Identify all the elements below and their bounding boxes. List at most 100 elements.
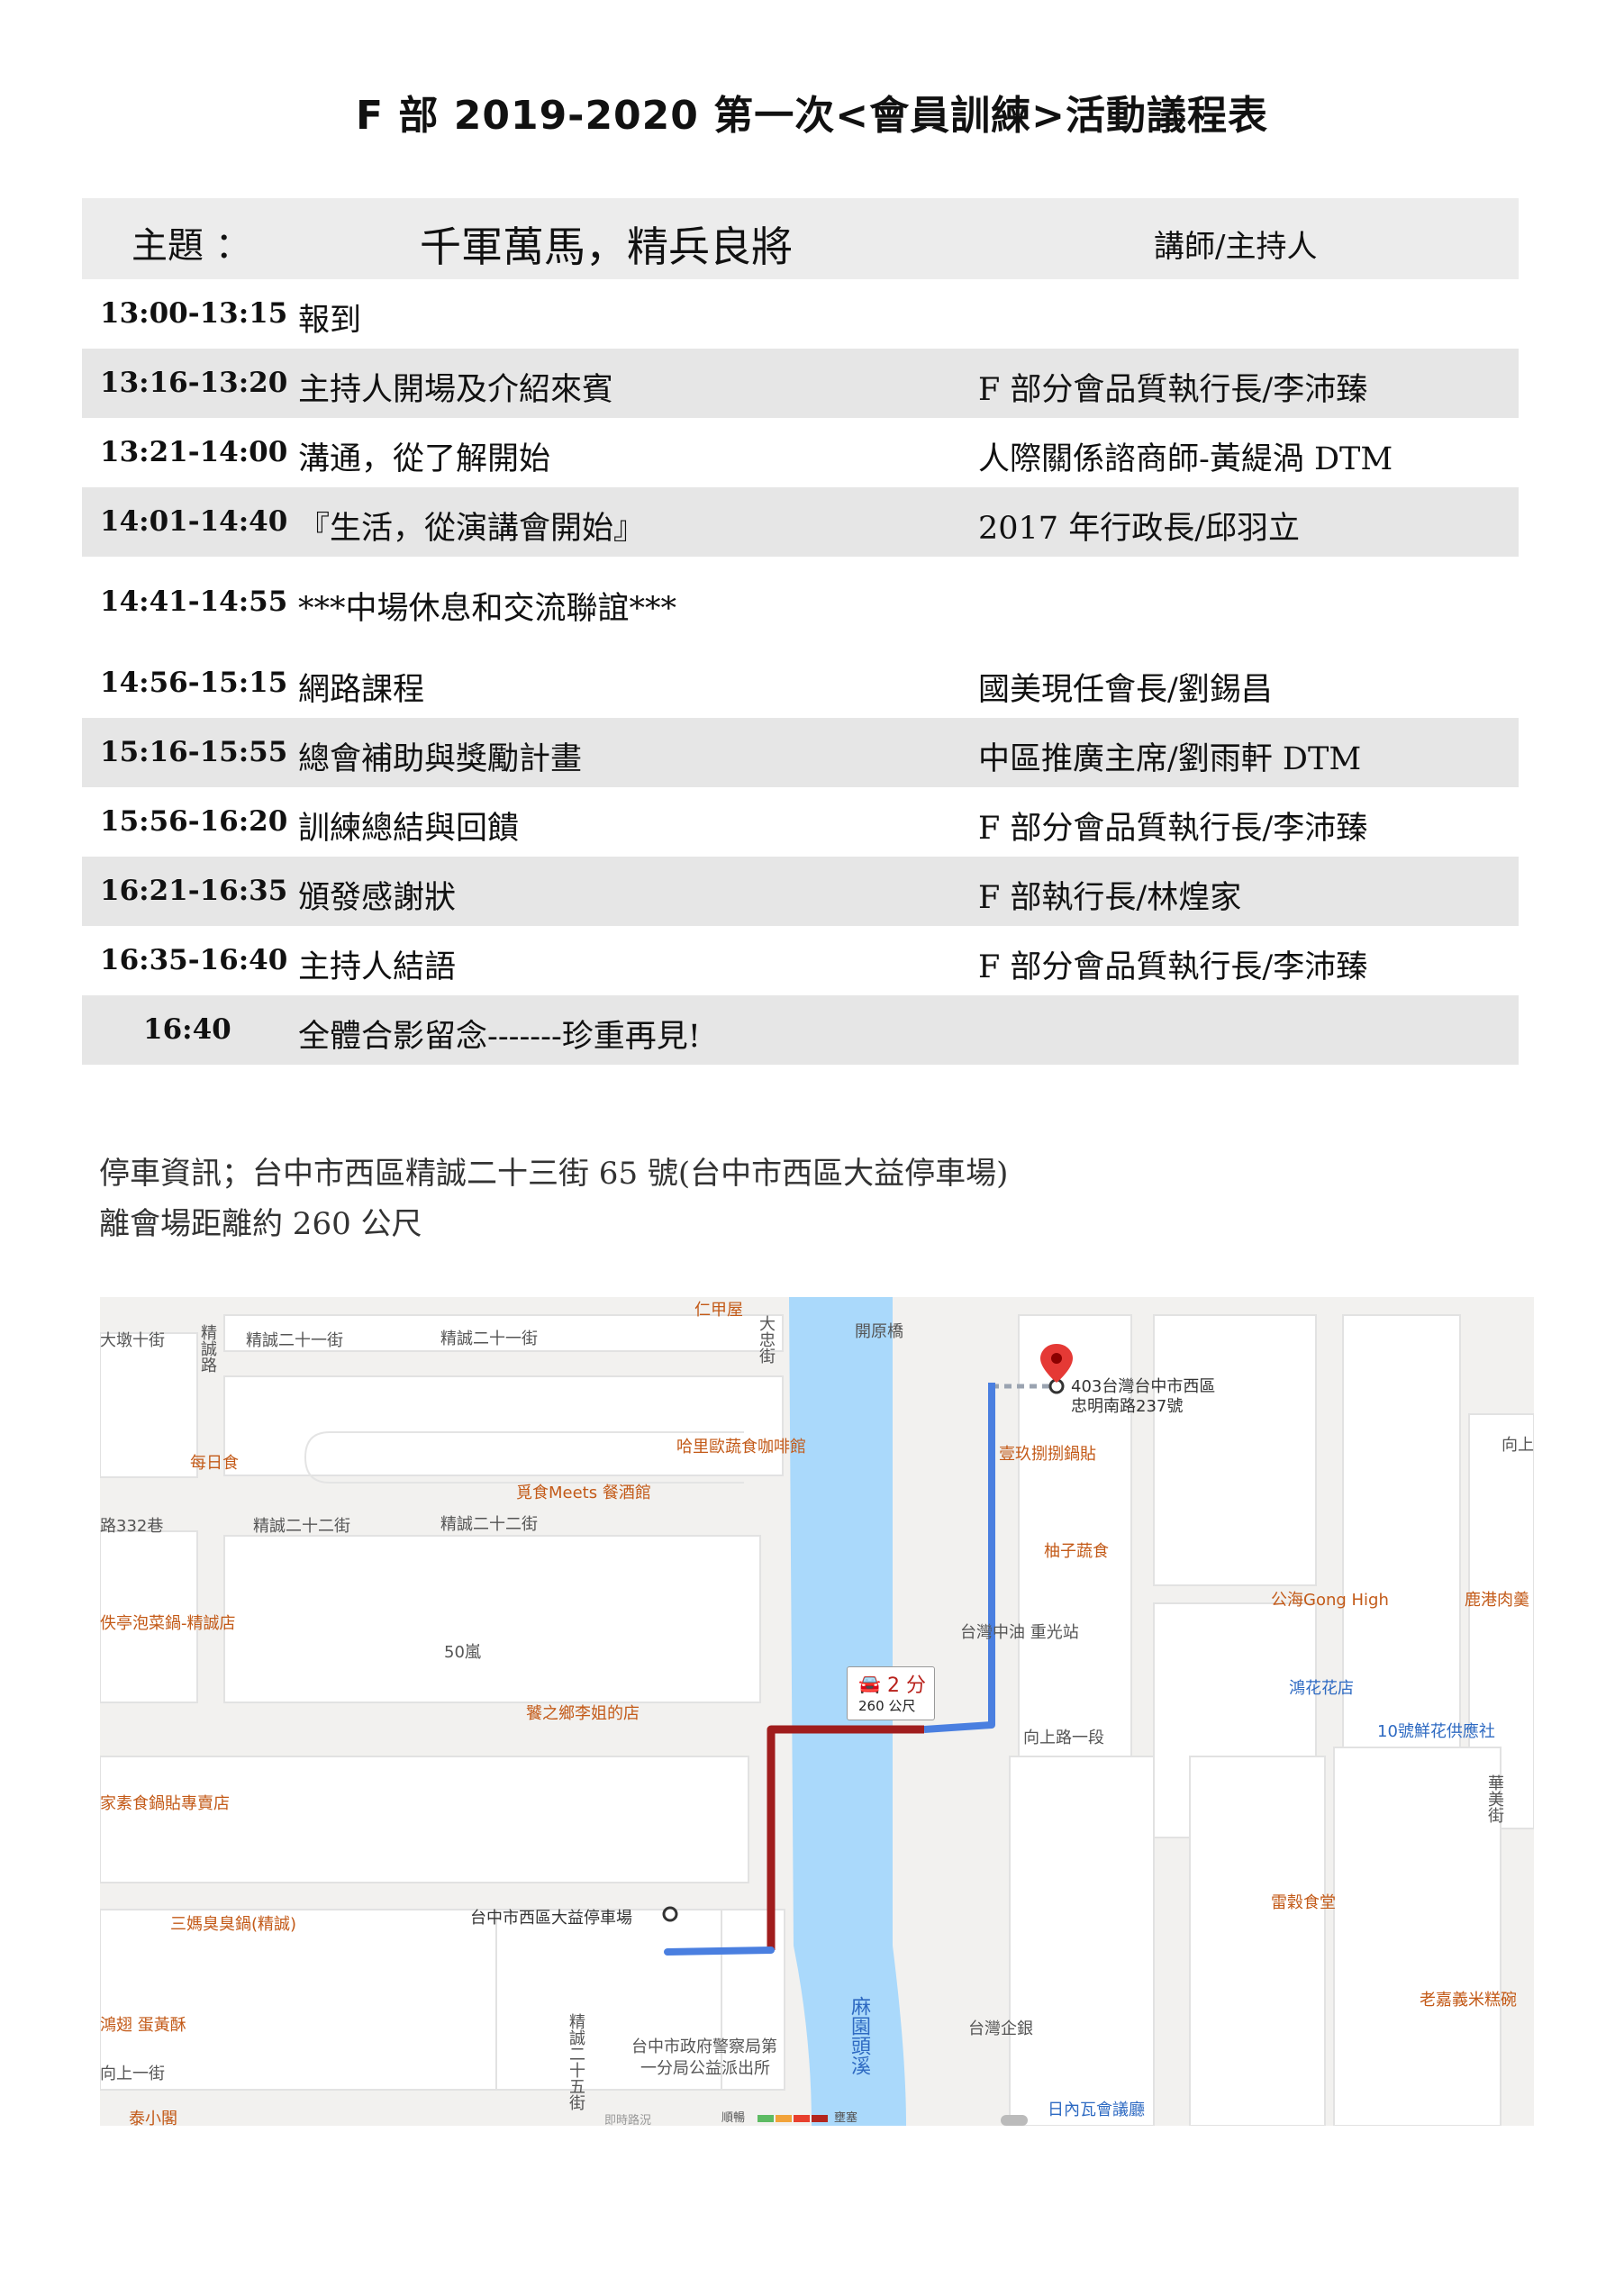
map-label[interactable]: 仁甲屋 <box>694 1301 743 1320</box>
agenda-topic: 主持人開場及介紹來賓 <box>298 372 614 408</box>
map-label: 向上 <box>1502 1436 1534 1455</box>
agenda-topic: 網路課程 <box>298 672 425 708</box>
map-label[interactable]: 家素食鍋貼專賣店 <box>100 1794 230 1813</box>
map-label[interactable]: 饕之鄉李姐的店 <box>526 1704 640 1723</box>
map-label[interactable]: 柚子蔬食 <box>1044 1542 1109 1561</box>
agenda-topic: 頒發感謝狀 <box>298 880 457 916</box>
agenda-speaker: F 部執行長/林煌家 <box>978 880 1242 916</box>
speaker-column-header: 講師/主持人 <box>1154 229 1318 265</box>
agenda-speaker: 2017 年行政長/邱羽立 <box>978 511 1300 547</box>
agenda-topic: 報到 <box>298 303 362 339</box>
agenda-header-row: 主題 ： 千軍萬馬，精兵良將 講師/主持人 <box>82 198 1519 279</box>
map-label[interactable]: 公海Gong High <box>1271 1591 1389 1610</box>
page-title: F 部 2019-2020 第一次<會員訓練>活動議程表 <box>356 93 1268 139</box>
agenda-time: 13:00-13:15 <box>100 297 288 330</box>
agenda-row: 16:21-16:35 頒發感謝狀 F 部執行長/林煌家 <box>82 857 1519 926</box>
traffic-legend-fast: 順暢 <box>721 2111 746 2125</box>
agenda-row: 14:01-14:40 『生活，從演講會開始』 2017 年行政長/邱羽立 <box>82 487 1519 557</box>
parking-address: 停車資訊；台中市西區精誠二十三街 65 號(台中市西區大益停車場) <box>99 1156 1009 1192</box>
map-label: 麻園頭溪 <box>848 1996 870 2075</box>
agenda-row: 16:40 全體合影留念-------珍重再見! <box>82 995 1519 1065</box>
agenda-time: 15:16-15:55 <box>100 736 288 768</box>
map-label: 大墩十街 <box>100 1331 165 1350</box>
map-label[interactable]: 每日食 <box>190 1454 239 1473</box>
map-label[interactable]: 台灣中油 重光站 <box>960 1623 1079 1642</box>
agenda-row: 15:16-15:55 總會補助與獎勵計畫 中區推廣主席/劉雨軒 DTM <box>82 718 1519 787</box>
agenda-row: 13:21-14:00 溝通，從了解開始 人際關係諮商師-黃緹渦 DTM <box>82 418 1519 487</box>
map-label[interactable]: 50嵐 <box>444 1643 481 1662</box>
map-label: 路332巷 <box>100 1517 164 1536</box>
agenda-topic: 全體合影留念-------珍重再見! <box>298 1019 701 1055</box>
map-label: 向上一街 <box>100 2065 165 2083</box>
map-label[interactable]: 佚亭泡菜鍋-精誠店 <box>100 1614 236 1633</box>
map-label: 精誠二十一街 <box>440 1330 538 1348</box>
agenda-speaker: 國美現任會長/劉錫昌 <box>978 672 1273 708</box>
agenda-topic: 訓練總結與回饋 <box>298 811 520 847</box>
agenda-topic: 『生活，從演講會開始』 <box>298 511 646 547</box>
map-label[interactable]: 覓食Meets 餐酒館 <box>516 1484 651 1502</box>
car-icon: 🚘 <box>858 1673 881 1694</box>
theme-label: 主題 ： <box>132 225 251 267</box>
map-label[interactable]: 10號鮮花供應社 <box>1377 1722 1495 1741</box>
map-label[interactable]: 台中市政府警察局第 <box>631 2037 777 2056</box>
agenda-time: 15:56-16:20 <box>100 805 288 838</box>
map-label: 精誠二十二街 <box>253 1517 350 1536</box>
map-label: 精誠二十一街 <box>246 1331 343 1350</box>
map-label[interactable]: 壹玖捌捌鍋貼 <box>999 1445 1096 1464</box>
route-summary[interactable]: 🚘 2 分 260 公尺 <box>847 1666 935 1720</box>
origin-label[interactable]: 台中市西區大益停車場 <box>470 1909 632 1928</box>
map-label[interactable]: 鴻翅 蛋黃酥 <box>100 2016 186 2035</box>
agenda-table: 主題 ： 千軍萬馬，精兵良將 講師/主持人 13:00-13:15 報到 13:… <box>82 198 1519 1065</box>
agenda-speaker: F 部分會品質執行長/李沛臻 <box>978 949 1368 985</box>
agenda-time: 14:41-14:55 <box>100 585 288 618</box>
map-label[interactable]: 哈里歐蔬食咖啡館 <box>676 1438 806 1457</box>
agenda-time: 16:21-16:35 <box>100 875 288 907</box>
agenda-speaker: 人際關係諮商師-黃緹渦 DTM <box>978 441 1393 477</box>
agenda-time: 16:35-16:40 <box>100 944 288 976</box>
map-label: 精誠二十二街 <box>440 1515 538 1534</box>
route-duration: 2 分 <box>887 1674 926 1697</box>
map-label[interactable]: 雷穀食堂 <box>1271 1893 1336 1912</box>
agenda-speaker: F 部分會品質執行長/李沛臻 <box>978 811 1368 847</box>
map-label: 精誠二十五街 <box>567 2013 585 2110</box>
agenda-topic: 溝通，從了解開始 <box>298 441 551 477</box>
agenda-time: 14:01-14:40 <box>100 505 288 538</box>
agenda-row: 13:16-13:20 主持人開場及介紹來賓 F 部分會品質執行長/李沛臻 <box>82 349 1519 418</box>
map-label: 向上路一段 <box>1023 1729 1104 1747</box>
map-label[interactable]: 鴻花花店 <box>1289 1679 1354 1698</box>
parking-distance: 離會場距離約 260 公尺 <box>99 1206 422 1242</box>
map-label: 開原橋 <box>855 1322 903 1341</box>
map-label: 大忠街 <box>757 1315 776 1364</box>
map-label[interactable]: 泰小閣 <box>129 2110 177 2126</box>
route-map[interactable]: 🚘 2 分 260 公尺 403台灣台中市西區 忠明南路237號 台中市西區大益… <box>100 1297 1534 2126</box>
agenda-speaker: F 部分會品質執行長/李沛臻 <box>978 372 1368 408</box>
map-label: 精誠路 <box>198 1324 217 1373</box>
destination-label[interactable]: 403台灣台中市西區 <box>1071 1377 1216 1396</box>
agenda-row: 14:56-15:15 網路課程 國美現任會長/劉錫昌 <box>82 649 1519 718</box>
agenda-time: 16:40 <box>143 1013 231 1046</box>
agenda-row: 13:00-13:15 報到 <box>82 279 1519 349</box>
map-label[interactable]: 一分局公益派出所 <box>640 2059 770 2078</box>
traffic-label: 即時路況 <box>604 2114 652 2126</box>
theme-title: 千軍萬馬，精兵良將 <box>420 222 793 271</box>
route-distance: 260 公尺 <box>858 1698 916 1714</box>
parking-info: 停車資訊；台中市西區精誠二十三街 65 號(台中市西區大益停車場) 離會場距離約… <box>99 1148 1008 1249</box>
agenda-row: 15:56-16:20 訓練總結與回饋 F 部分會品質執行長/李沛臻 <box>82 787 1519 857</box>
agenda-time: 13:16-13:20 <box>100 367 288 399</box>
destination-label-2[interactable]: 忠明南路237號 <box>1071 1397 1184 1416</box>
map-label[interactable]: 台灣企銀 <box>968 2019 1033 2038</box>
map-label[interactable]: 三媽臭臭鍋(精誠) <box>170 1915 297 1934</box>
traffic-legend-slow: 壅塞 <box>834 2111 858 2125</box>
map-label[interactable]: 老嘉義米糕碗 <box>1420 1991 1517 2010</box>
map-canvas <box>100 1297 1534 2126</box>
agenda-row: 14:41-14:55 ***中場休息和交流聯誼*** <box>82 557 1519 649</box>
map-label: 華美街 <box>1485 1774 1504 1823</box>
agenda-topic: ***中場休息和交流聯誼*** <box>298 591 677 627</box>
map-label[interactable]: 日內瓦會議廳 <box>1048 2101 1145 2119</box>
agenda-row: 16:35-16:40 主持人結語 F 部分會品質執行長/李沛臻 <box>82 926 1519 995</box>
agenda-time: 14:56-15:15 <box>100 667 288 699</box>
agenda-time: 13:21-14:00 <box>100 436 288 468</box>
map-label[interactable]: 鹿港肉羹 <box>1465 1591 1529 1610</box>
agenda-topic: 主持人結語 <box>298 949 457 985</box>
agenda-topic: 總會補助與獎勵計畫 <box>298 741 583 777</box>
